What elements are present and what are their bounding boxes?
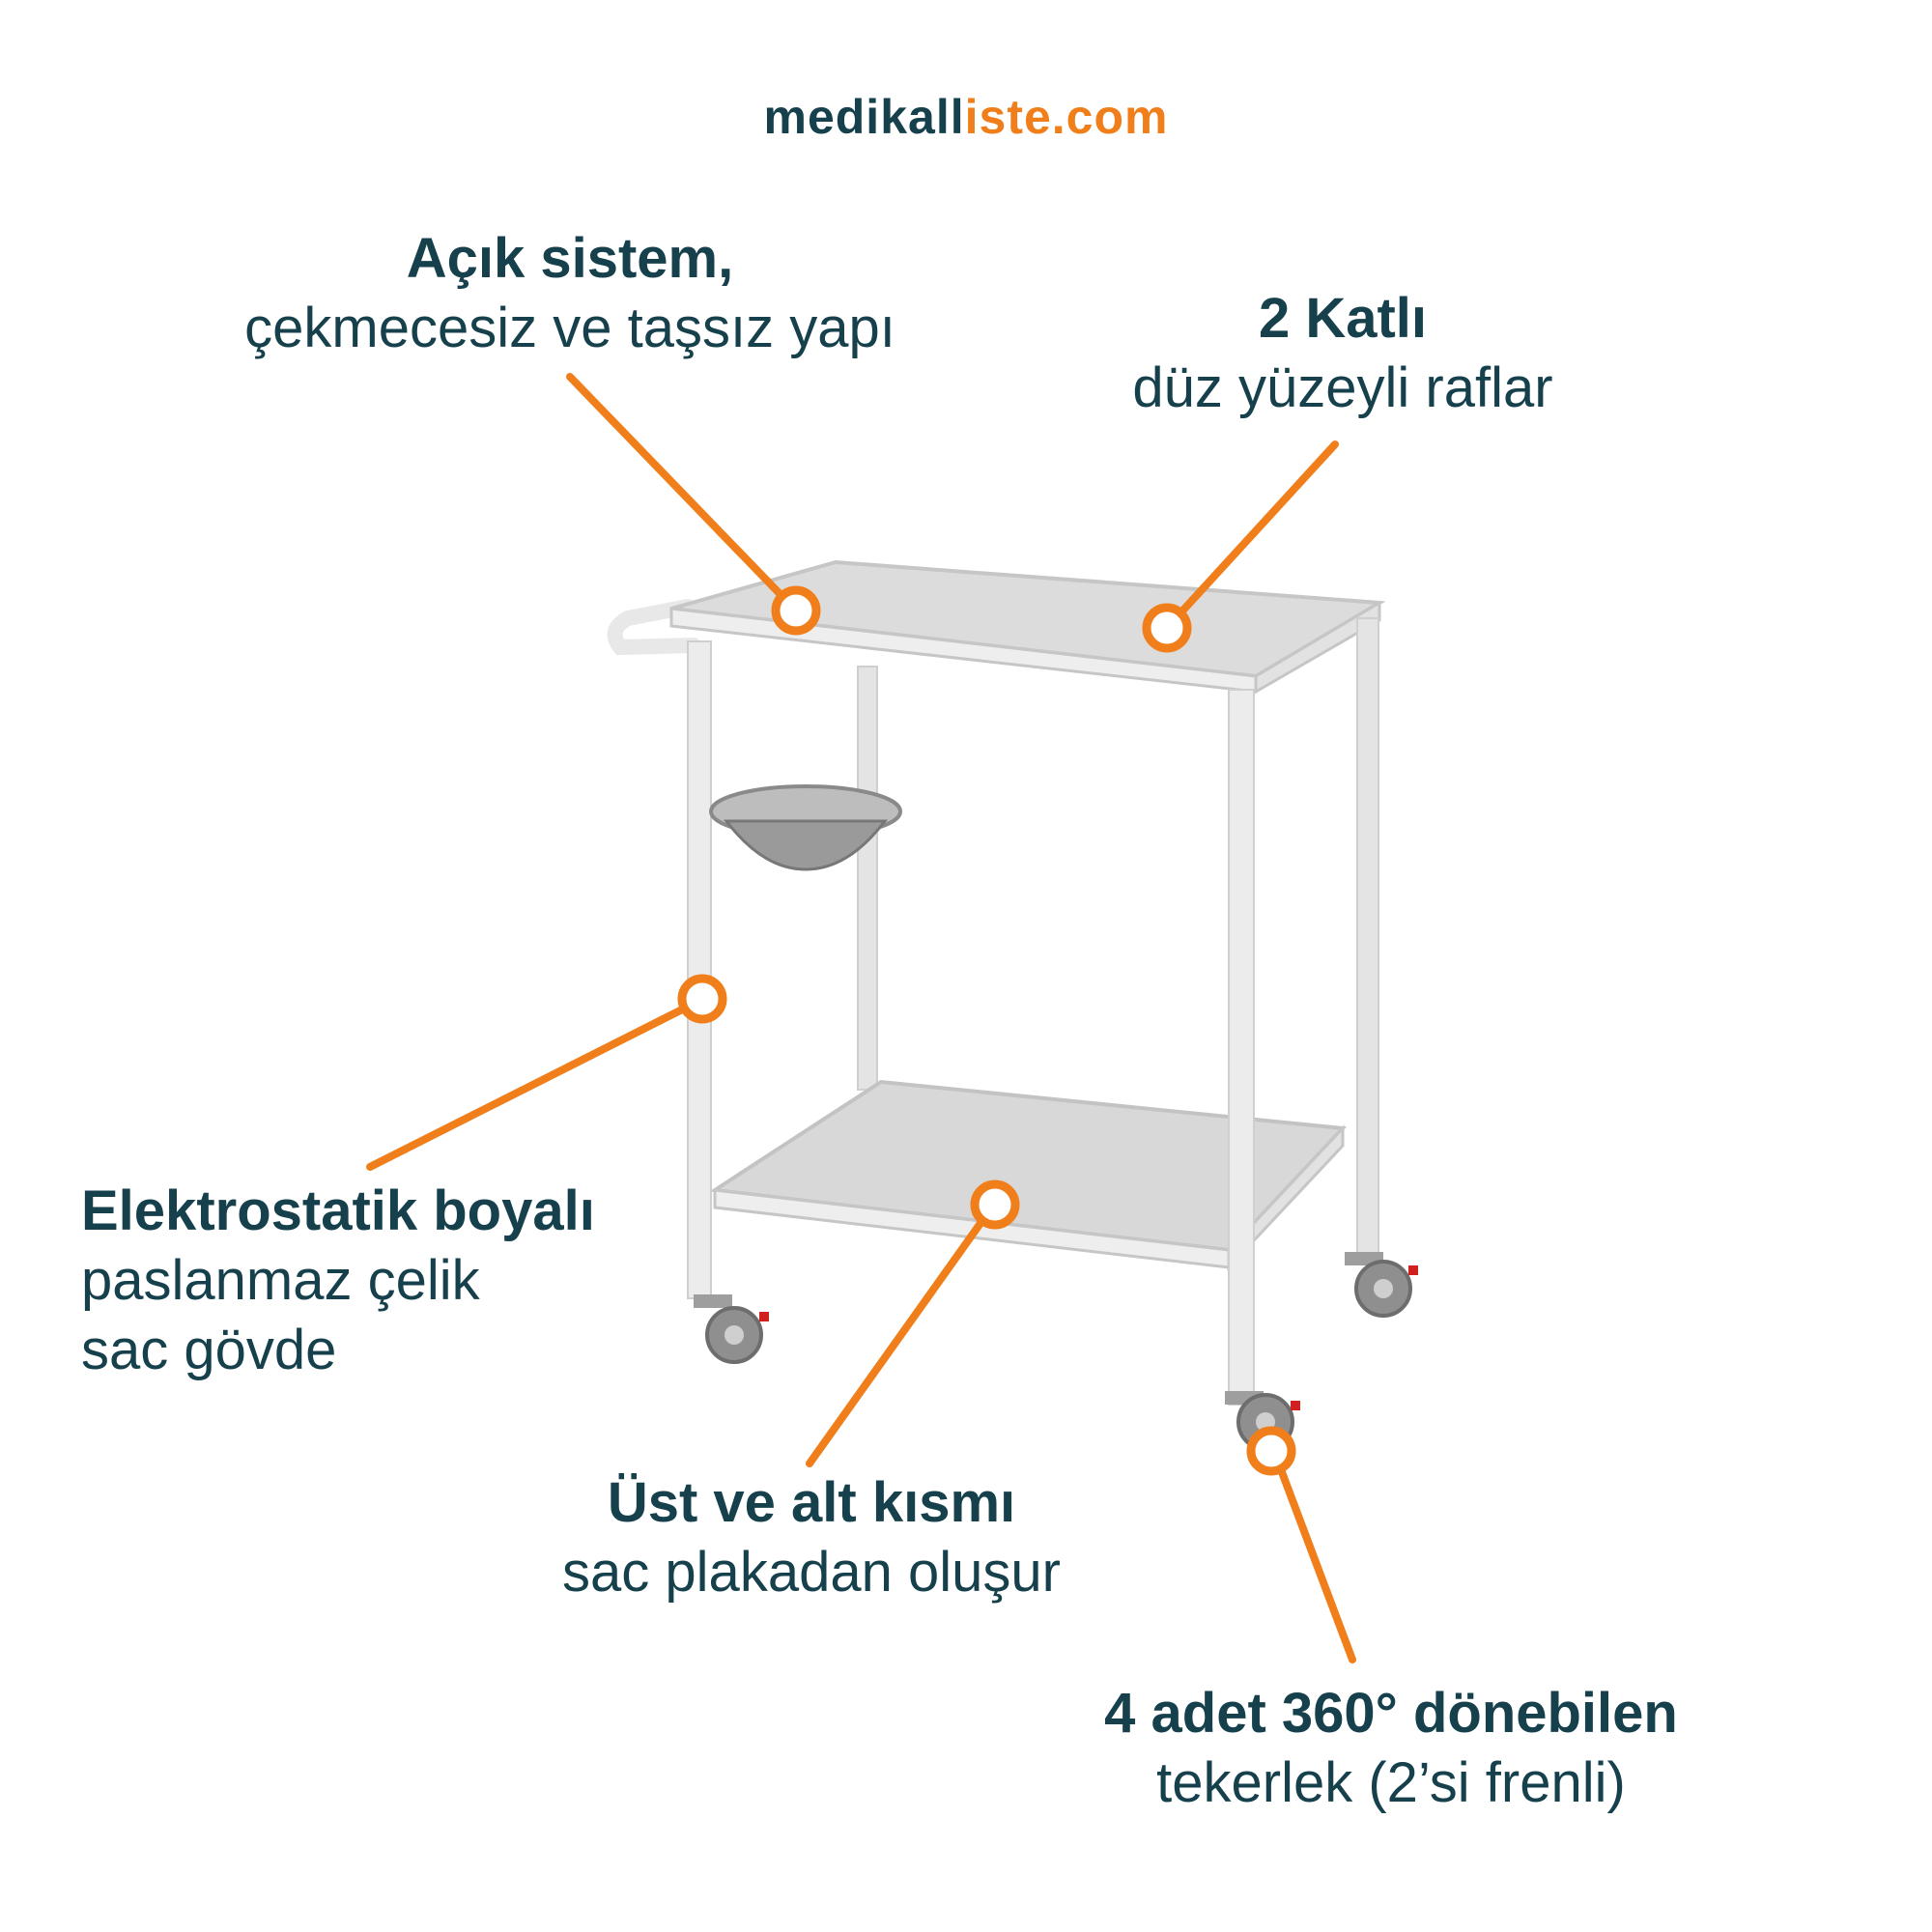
feature-electrostatic-line3: sac gövde (81, 1319, 337, 1381)
marker-open-system (771, 585, 821, 636)
feature-plates: Üst ve alt kısmı sac plakadan oluşur (483, 1468, 1140, 1607)
feature-two-tier-subtitle: düz yüzeyli raflar (1132, 356, 1553, 419)
back-left-leg (857, 666, 878, 1091)
feature-electrostatic-line2: paslanmaz çelik (81, 1249, 480, 1312)
feature-wheels-title: 4 adet 360° dönebilen (1104, 1682, 1678, 1745)
feature-two-tier: 2 Katlı düz yüzeyli raflar (1043, 284, 1642, 423)
feature-open-system: Açık sistem, çekmecesiz ve taşsız yapı (213, 224, 927, 363)
marker-electrostatic (677, 974, 727, 1024)
callout-line-electrostatic (366, 996, 705, 1171)
callout-line-open-system (566, 373, 798, 612)
marker-plates (970, 1179, 1020, 1230)
feature-electrostatic-title: Elektrostatik boyalı (81, 1179, 595, 1242)
callout-line-plates (806, 1202, 997, 1467)
front-right-leg (1228, 689, 1255, 1406)
feature-open-system-title: Açık sistem, (406, 227, 734, 290)
callout-line-two-tier (1163, 440, 1339, 632)
back-right-leg (1356, 617, 1379, 1257)
trolley-handle (607, 599, 701, 656)
bowl-body (723, 819, 889, 871)
feature-two-tier-title: 2 Katlı (1258, 287, 1428, 350)
feature-open-system-subtitle: çekmecesiz ve taşsız yapı (244, 297, 895, 359)
callout-line-wheels (1269, 1445, 1356, 1663)
feature-wheels: 4 adet 360° dönebilen tekerlek (2’si fre… (1005, 1679, 1777, 1818)
caster-back-right (1345, 1252, 1418, 1318)
feature-plates-title: Üst ve alt kısmı (607, 1471, 1016, 1534)
logo-part-medikal: medikal (763, 90, 951, 144)
feature-wheels-subtitle: tekerlek (2’si frenli) (1156, 1751, 1626, 1814)
caster-front-left (694, 1294, 769, 1364)
logo-part-domain: iste.com (964, 90, 1169, 144)
front-left-leg (687, 640, 712, 1299)
marker-wheels (1246, 1426, 1296, 1476)
feature-plates-subtitle: sac plakadan oluşur (562, 1541, 1061, 1604)
logo-part-l: l (950, 90, 965, 144)
feature-electrostatic: Elektrostatik boyalı paslanmaz çelik sac… (81, 1177, 757, 1385)
brand-logo[interactable]: medikalliste.com (0, 89, 1932, 145)
marker-two-tier (1142, 603, 1192, 653)
